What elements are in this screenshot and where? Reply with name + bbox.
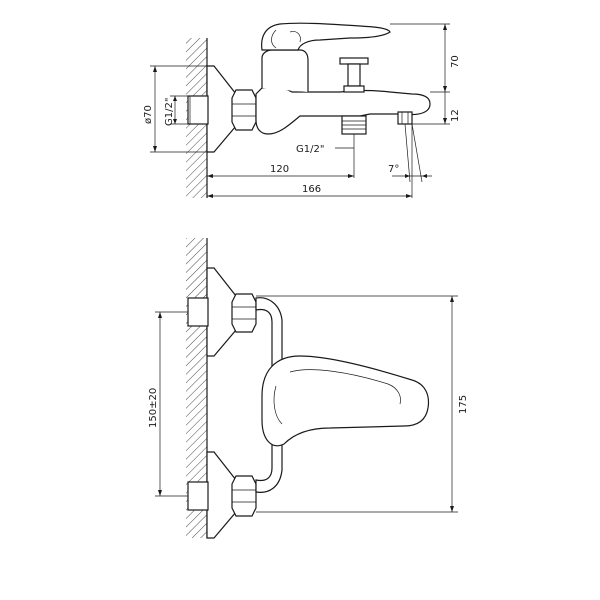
cartridge-housing-top [261, 49, 309, 92]
dim-thread-left: G1/2" [164, 95, 188, 126]
mixer-body-top [255, 86, 431, 135]
dim-length-166: 166 [207, 124, 413, 198]
front-view: 150±20 175 [148, 238, 469, 539]
lever-handle-top [261, 22, 391, 51]
inlet-thread-lower [187, 481, 209, 511]
label-length-120: 120 [270, 164, 289, 175]
hex-nut-top [231, 89, 257, 131]
label-height-175: 175 [458, 395, 469, 414]
label-diameter: ø70 [143, 105, 154, 124]
hex-nut-upper [231, 293, 257, 333]
spout-aerator-top [397, 111, 413, 125]
label-height-70: 70 [450, 55, 461, 68]
lever-handle-front [261, 355, 430, 447]
diverter-knob-top [339, 57, 369, 65]
label-spacing: 150±20 [148, 388, 159, 428]
side-view: 70 12 ø70 G1/2" [143, 22, 461, 198]
label-height-12: 12 [450, 109, 461, 122]
dim-length-120: 120 [206, 164, 354, 198]
hex-nut-lower [231, 475, 257, 517]
label-length-166: 166 [302, 184, 321, 195]
dim-height-175: 175 [450, 296, 469, 512]
dim-angle: 7° [388, 123, 432, 183]
label-angle: 7° [388, 164, 399, 175]
label-thread-left: G1/2" [164, 98, 175, 126]
dim-spacing: 150±20 [148, 311, 188, 497]
dim-diameter: ø70 [143, 65, 214, 153]
label-thread-bottom: G1/2" [296, 144, 324, 155]
inlet-thread-top [187, 95, 209, 125]
dim-thread-bottom: G1/2" [296, 134, 355, 178]
mixer-body-front [255, 297, 283, 369]
dim-height-70: 70 [390, 23, 461, 93]
dim-height-12: 12 [412, 92, 461, 125]
inlet-thread-upper [187, 297, 209, 327]
